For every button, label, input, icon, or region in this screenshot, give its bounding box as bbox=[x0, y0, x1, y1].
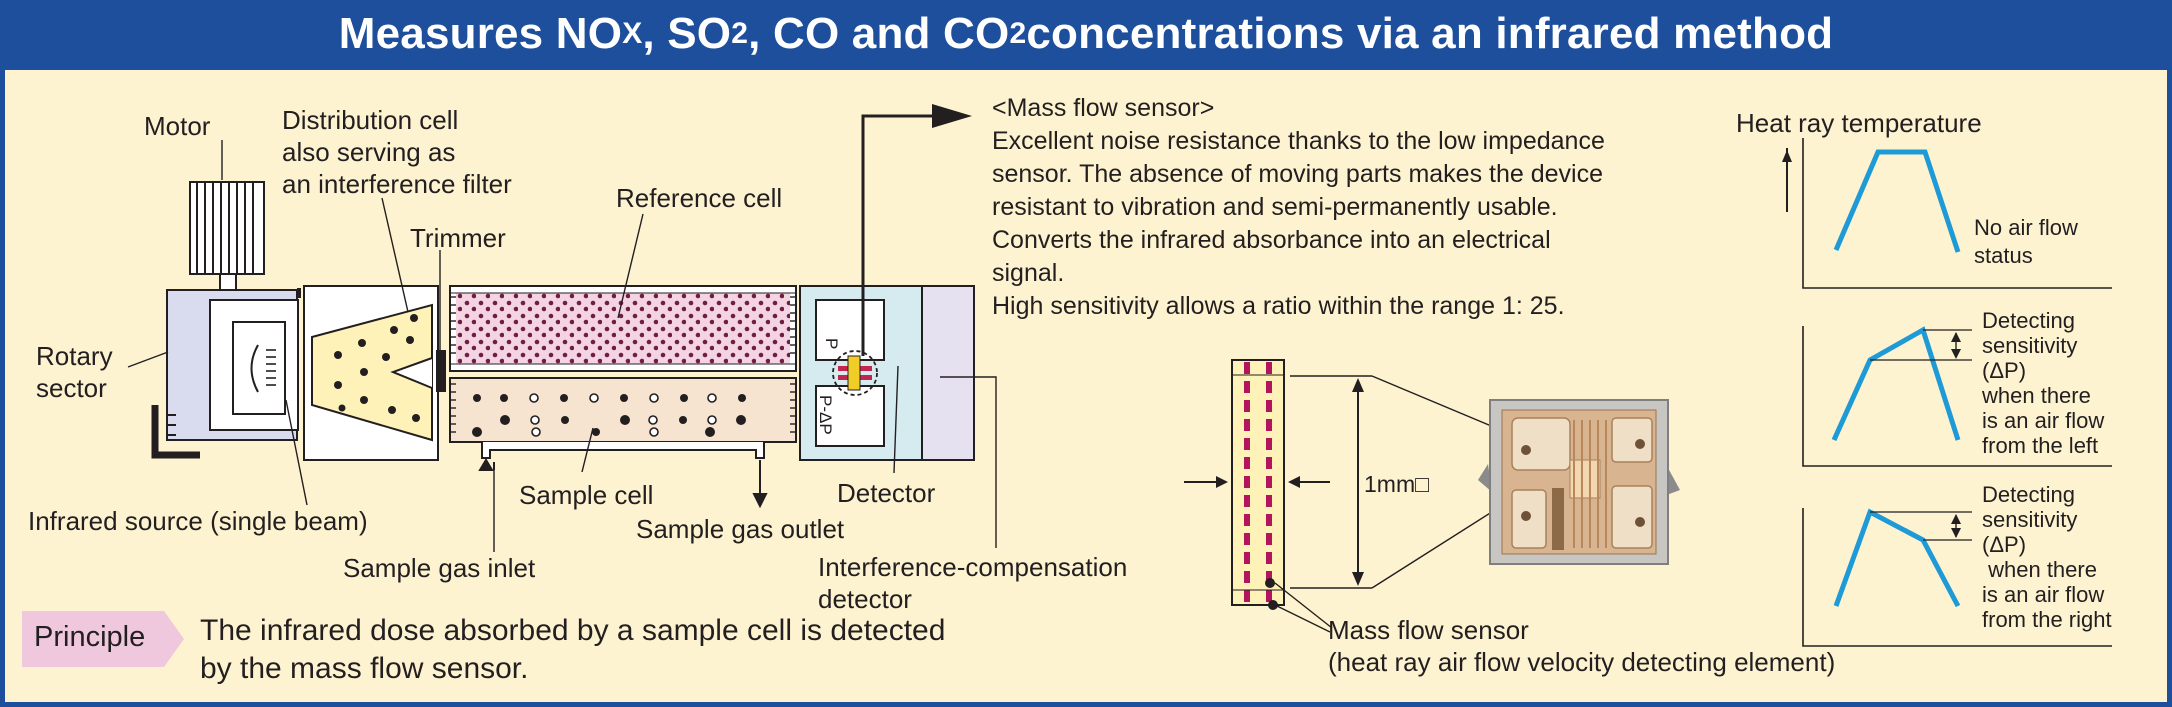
distribution-cell-label-line: also serving as bbox=[282, 137, 456, 167]
principle-line: The infrared dose absorbed by a sample c… bbox=[200, 614, 946, 647]
distribution-cell-icon bbox=[303, 285, 439, 461]
graph-label-line: Detecting bbox=[1982, 482, 2075, 507]
interference-compensation-detector-label: Interference-compensation detector bbox=[818, 551, 1127, 615]
graph-label-line: (ΔP) bbox=[1982, 532, 2027, 557]
rotary-sector-label-line: Rotary bbox=[36, 341, 113, 371]
sample-cell-label: Sample cell bbox=[519, 480, 654, 510]
icd-label-line: Interference-compensation bbox=[818, 552, 1128, 582]
title-part-2: , SO bbox=[642, 9, 732, 58]
mass-flow-line: Converts the infrared absorbance into an… bbox=[992, 226, 1551, 254]
sensor-size-label: 1mm□ bbox=[1364, 471, 1430, 497]
graph-no-flow-label: No air flow status bbox=[1974, 214, 2078, 270]
sample-cell-icon bbox=[449, 377, 797, 459]
graph-label-line: when there bbox=[1982, 383, 2091, 408]
principle-line: by the mass flow sensor. bbox=[200, 652, 529, 685]
motor-icon bbox=[189, 181, 265, 291]
chamber-p-label: P bbox=[822, 338, 841, 349]
distribution-cell-label-line: an interference filter bbox=[282, 169, 512, 199]
chamber-p-dp-label: P-ΔP bbox=[816, 395, 835, 435]
infrared-source-label: Infrared source (single beam) bbox=[28, 506, 368, 536]
distribution-cell-label: Distribution cell also serving as an int… bbox=[282, 104, 512, 200]
mass-flow-line: sensor. The absence of moving parts make… bbox=[992, 160, 1603, 188]
graph-flow-right-label: Detecting sensitivity (ΔP) when there is… bbox=[1982, 482, 2112, 632]
title-sub-2b: 2 bbox=[1009, 17, 1027, 50]
graph-label-line: sensitivity bbox=[1982, 333, 2078, 358]
graph-no-flow bbox=[1782, 138, 2112, 289]
title-part-3: , CO and CO bbox=[748, 9, 1010, 58]
graph-label-line: sensitivity bbox=[1982, 507, 2078, 532]
title-sub-2a: 2 bbox=[731, 17, 749, 50]
sensor-chip-photo bbox=[1478, 399, 1680, 565]
principle-tag-label: Principle bbox=[34, 621, 146, 653]
distribution-cell-label-line: Distribution cell bbox=[282, 105, 459, 135]
sensor-caption-line: (heat ray air flow velocity detecting el… bbox=[1328, 647, 1836, 677]
sensor-caption: Mass flow sensor (heat ray air flow velo… bbox=[1328, 614, 1835, 678]
title-part-1: Measures NO bbox=[338, 9, 623, 58]
motor-label: Motor bbox=[144, 111, 211, 141]
rotary-sector-label: Rotary sector bbox=[36, 340, 113, 404]
graph-flow-left-label: Detecting sensitivity (ΔP) when there is… bbox=[1982, 308, 2104, 458]
graph-label-line: is an air flow bbox=[1982, 408, 2105, 433]
mass-flow-line: Excellent noise resistance thanks to the… bbox=[992, 127, 1605, 155]
title-sub-x: X bbox=[622, 17, 643, 50]
rotary-sector-icon bbox=[151, 288, 301, 459]
leader-lines bbox=[127, 140, 997, 552]
graph-flow-left bbox=[1802, 326, 2112, 467]
principle-tag-shape bbox=[22, 611, 184, 667]
trimmer-icon bbox=[436, 350, 446, 392]
reference-cell-label: Reference cell bbox=[616, 183, 783, 213]
graph-label-line: from the left bbox=[1982, 433, 2099, 458]
graph-label-line: (ΔP) bbox=[1982, 358, 2027, 383]
graph-label-line: when there bbox=[1982, 557, 2097, 582]
mass-flow-heading: <Mass flow sensor> bbox=[992, 94, 1215, 122]
mass-flow-line: High sensitivity allows a ratio within t… bbox=[992, 292, 1565, 320]
principle-tag: Principle bbox=[22, 611, 184, 667]
detector-label: Detector bbox=[837, 478, 936, 508]
graph-label-line: No air flow bbox=[1974, 215, 2078, 240]
trimmer-label: Trimmer bbox=[410, 223, 506, 253]
reference-cell-icon bbox=[449, 285, 797, 372]
principle-text: The infrared dose absorbed by a sample c… bbox=[200, 612, 945, 688]
gas-arrows bbox=[478, 458, 768, 509]
graph-label-line: status bbox=[1974, 243, 2033, 268]
graph-flow-right bbox=[1802, 508, 2112, 647]
sensor-caption-line: Mass flow sensor bbox=[1328, 615, 1529, 645]
sample-gas-inlet-label: Sample gas inlet bbox=[343, 553, 536, 583]
rotary-sector-label-line: sector bbox=[36, 373, 107, 403]
mass-flow-line: resistant to vibration and semi-permanen… bbox=[992, 193, 1558, 221]
mass-flow-description: <Mass flow sensor> Excellent noise resis… bbox=[992, 92, 1605, 323]
mass-flow-sensor-icon bbox=[1184, 359, 1559, 633]
sample-gas-outlet-label: Sample gas outlet bbox=[636, 514, 845, 544]
graph-label-line: from the right bbox=[1982, 607, 2112, 632]
signal-arrow bbox=[861, 104, 972, 356]
mass-flow-line: signal. bbox=[992, 259, 1065, 287]
graph-heading: Heat ray temperature bbox=[1736, 108, 1982, 138]
graph-label-line: Detecting bbox=[1982, 308, 2075, 333]
icd-label-line: detector bbox=[818, 584, 912, 614]
title-part-4: concentrations via an infrared method bbox=[1026, 9, 1834, 58]
detector-icon bbox=[799, 285, 975, 461]
graph-label-line: is an air flow bbox=[1982, 582, 2105, 607]
